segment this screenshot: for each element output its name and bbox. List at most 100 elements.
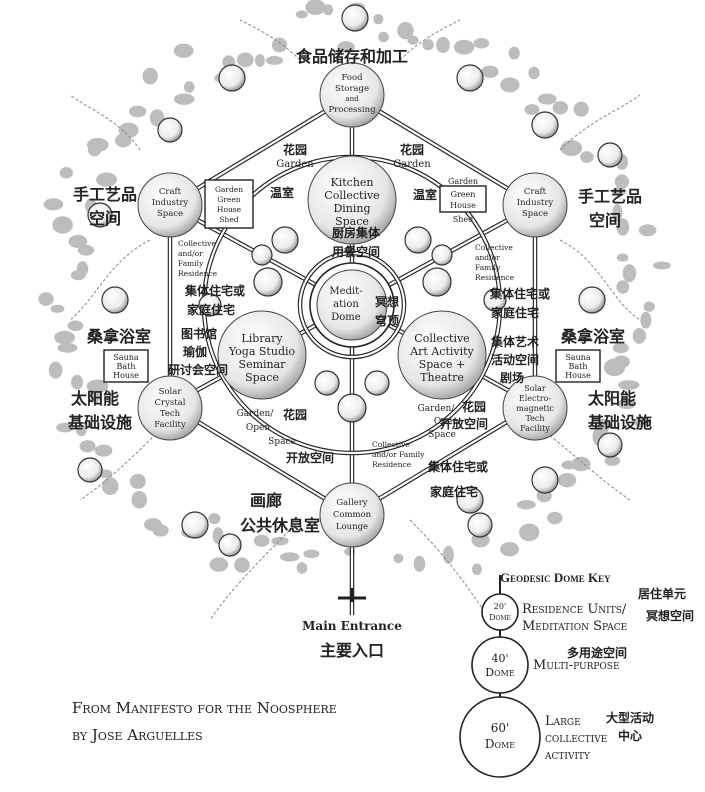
credit-line-1: From Manifesto for the Noosphere — [72, 699, 337, 717]
tree-blob — [209, 557, 229, 572]
tree-blob — [508, 46, 520, 60]
svg-text:Industry: Industry — [517, 198, 554, 208]
tree-blob — [622, 264, 637, 283]
svg-text:Space: Space — [522, 209, 548, 219]
footpaths — [69, 19, 641, 621]
tree-blob — [604, 455, 621, 466]
tree-blob — [618, 380, 640, 390]
tree-blob — [378, 31, 389, 43]
tree-blob — [48, 361, 63, 379]
food-storage-dome — [319, 62, 385, 128]
tree-blob — [144, 518, 163, 532]
key-60-cn-2: 中心 — [618, 728, 642, 743]
outer-residence-dome — [531, 111, 559, 139]
key-dome-60 — [459, 696, 541, 778]
residence-ur-cn-1: 集体住宅或 — [489, 286, 550, 301]
svg-text:Tech: Tech — [525, 414, 544, 423]
svg-text:Sauna: Sauna — [565, 353, 591, 362]
svg-text:Food: Food — [341, 73, 363, 83]
craft-right-cn-2: 空间 — [589, 211, 621, 230]
garden-open-right-cn-1: 花园 — [462, 399, 486, 414]
garden-left-cn: 花园 — [283, 142, 307, 157]
tree-blob — [101, 477, 119, 496]
svg-text:Lounge: Lounge — [336, 522, 368, 532]
residence-dome — [251, 244, 273, 266]
svg-text:Garden: Garden — [215, 185, 243, 194]
tree-blob — [528, 66, 540, 80]
svg-text:Solar: Solar — [524, 384, 546, 393]
svg-text:Space: Space — [428, 430, 456, 440]
tree-blob — [77, 244, 95, 256]
svg-text:Green: Green — [217, 195, 240, 204]
tree-blob — [612, 342, 629, 354]
svg-text:Green: Green — [451, 190, 476, 199]
food-cn-label: 食品储存和加工 — [295, 47, 408, 66]
svg-text:Library: Library — [241, 332, 283, 345]
art-dome — [397, 310, 487, 400]
svg-text:Bath: Bath — [116, 362, 135, 371]
svg-text:Shed: Shed — [453, 215, 474, 224]
solar-right-cn-1: 太阳能 — [587, 389, 636, 408]
svg-text:ation: ation — [333, 299, 359, 310]
craft-dome-left — [137, 172, 203, 238]
tree-blob — [280, 552, 300, 562]
svg-text:House: House — [565, 371, 591, 380]
sauna-right-cn: 桑拿浴室 — [560, 327, 625, 346]
svg-text:Tech: Tech — [160, 409, 181, 419]
outer-residence-dome — [157, 117, 183, 143]
svg-text:Seminar: Seminar — [239, 358, 287, 371]
tree-blob — [128, 105, 147, 118]
residence-upper-right-label: Collective and/or Family Residence — [475, 243, 515, 282]
tree-blob — [436, 36, 450, 54]
library-cn-1: 图书馆 — [181, 326, 217, 341]
svg-text:Space +: Space + — [419, 358, 466, 371]
tree-blob — [59, 167, 74, 179]
tree-blob — [76, 424, 87, 437]
residence-dome — [253, 267, 283, 297]
tree-blob — [617, 398, 636, 410]
library-dome — [217, 310, 307, 400]
tree-ring — [38, 0, 671, 576]
tree-blob — [173, 93, 195, 105]
svg-text:Open: Open — [434, 417, 458, 427]
main-entrance-label: Main Entrance — [302, 619, 402, 633]
key-20-desc-2: Meditation Space — [522, 619, 627, 634]
tree-blob — [422, 39, 434, 51]
craft-dome-right — [502, 172, 568, 238]
tree-blob — [234, 557, 250, 573]
residence-dome — [314, 370, 340, 396]
residence-upper-left-label: Collective and/or Family Residence — [178, 239, 218, 278]
svg-text:magnetic: magnetic — [516, 404, 554, 413]
outer-residence-dome — [87, 202, 113, 228]
tree-blob — [236, 52, 254, 68]
svg-text:Dome: Dome — [485, 666, 515, 679]
tree-blob — [303, 549, 320, 559]
svg-text:Residence: Residence — [178, 269, 218, 278]
garden-open-left-label: Garden/ Open Space — [237, 409, 296, 447]
craft-right-label: Craft Industry Space — [517, 187, 554, 219]
key-60-desc-1: Large — [545, 714, 581, 729]
key-40-cn: 多用途空间 — [567, 645, 627, 660]
tree-blob — [611, 186, 627, 196]
tree-blob — [129, 473, 146, 489]
library-cn-2: 瑜伽 — [183, 344, 207, 359]
tree-blob — [397, 21, 414, 40]
food-dome-label: Food Storage and Processing — [328, 73, 376, 115]
sauna-left-label: Sauna Bath House — [113, 353, 139, 380]
tree-blob — [640, 311, 652, 329]
residence-dome — [364, 370, 390, 396]
tree-blob — [519, 523, 540, 542]
tree-blob — [571, 456, 591, 472]
tree-blob — [453, 39, 475, 55]
svg-text:and/or: and/or — [178, 249, 203, 258]
key-dome-40 — [471, 636, 529, 694]
tree-blob — [561, 460, 577, 470]
tree-blob — [500, 542, 519, 557]
sauna-box-right — [555, 349, 601, 383]
svg-text:Shed: Shed — [219, 215, 238, 224]
residence-ul-cn-2: 家庭住宅 — [187, 302, 235, 317]
tree-blob — [71, 374, 84, 390]
tree-blob — [614, 174, 630, 189]
svg-text:Kitchen: Kitchen — [331, 176, 374, 189]
svg-text:and: and — [345, 95, 359, 103]
